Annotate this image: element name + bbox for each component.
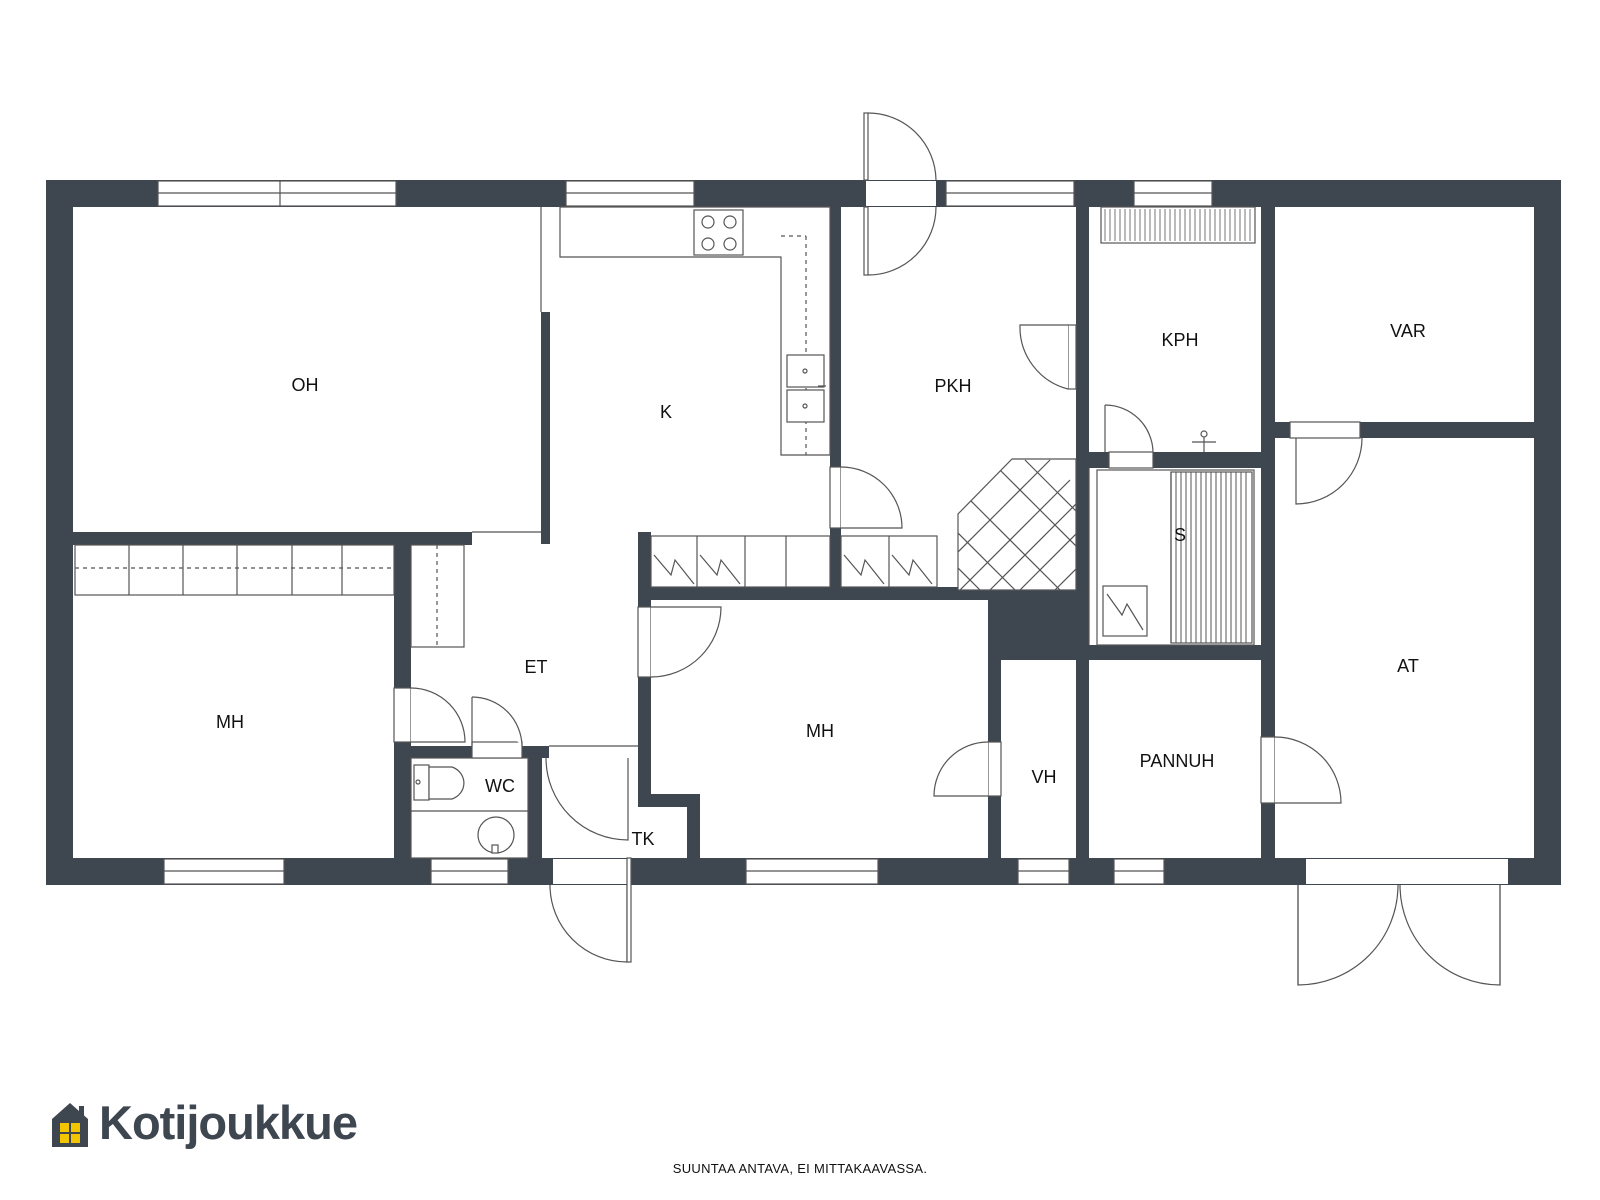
bathroom-fixtures bbox=[1100, 206, 1256, 452]
kitchen-counter bbox=[559, 206, 831, 456]
house-icon bbox=[52, 1103, 88, 1147]
hall-bench bbox=[410, 544, 465, 648]
label-k: K bbox=[660, 402, 672, 422]
label-pannuh: PANNUH bbox=[1140, 751, 1215, 771]
wc-fixtures bbox=[410, 757, 529, 859]
wardrobe-left bbox=[74, 544, 395, 596]
label-oh: OH bbox=[292, 375, 319, 395]
window-mullions bbox=[158, 181, 1212, 872]
wardrobes bbox=[650, 535, 938, 588]
label-at: AT bbox=[1397, 656, 1419, 676]
label-pkh: PKH bbox=[934, 376, 971, 396]
label-et: ET bbox=[524, 657, 547, 677]
label-vh: VH bbox=[1031, 767, 1056, 787]
label-mh-center: MH bbox=[806, 721, 834, 741]
label-kph: KPH bbox=[1161, 330, 1198, 350]
thin-lines bbox=[472, 207, 1255, 747]
brand-logo: Kotijoukkue bbox=[99, 1096, 358, 1149]
doors bbox=[393, 112, 1501, 986]
label-var: VAR bbox=[1390, 321, 1426, 341]
label-wc: WC bbox=[485, 776, 515, 796]
label-s: S bbox=[1174, 525, 1186, 545]
disclaimer-text: SUUNTAA ANTAVA, EI MITTAKAAVASSA. bbox=[672, 1161, 928, 1176]
label-mh-left: MH bbox=[216, 712, 244, 732]
room-labels: OH K PKH KPH VAR MH ET MH S AT WC TK VH … bbox=[216, 321, 1426, 849]
sauna-benches bbox=[1102, 471, 1253, 644]
label-tk: TK bbox=[631, 829, 654, 849]
fireplace bbox=[957, 458, 1077, 591]
